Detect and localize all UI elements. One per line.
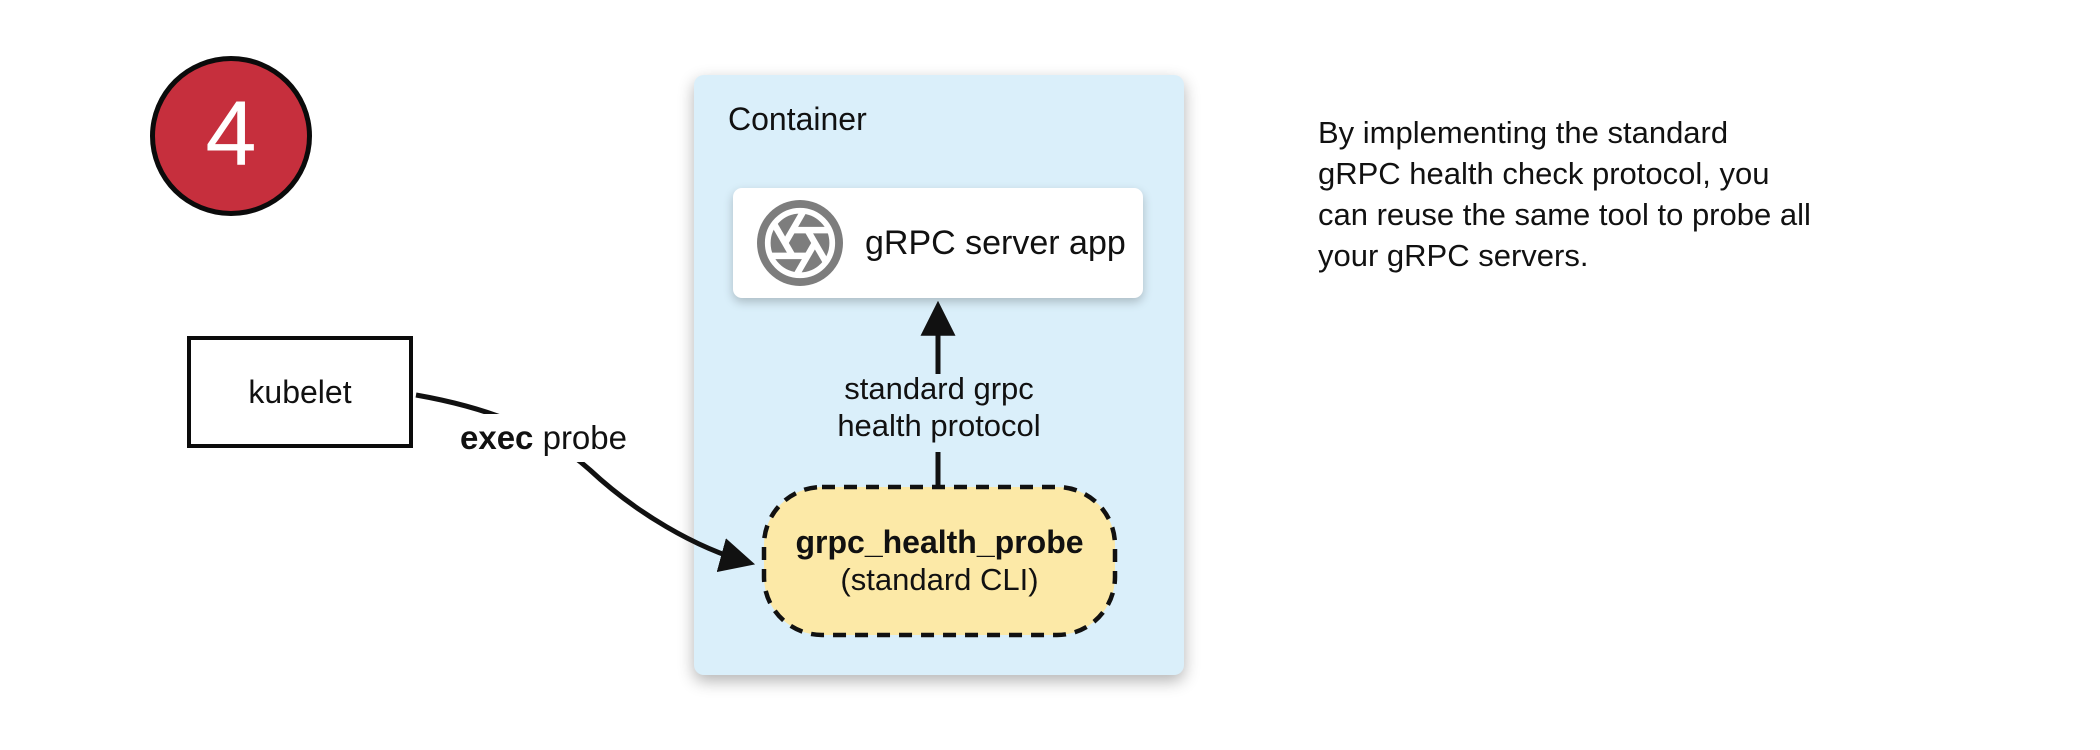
grpc-health-probe-label: grpc_health_probe (standard CLI) [764,487,1115,635]
step-badge: 4 [150,56,312,216]
caption-line: your gRPC servers. [1318,238,1589,273]
caption-line: By implementing the standard [1318,115,1729,150]
caption-text: By implementing the standard gRPC health… [1318,112,1878,276]
container-title: Container [728,101,867,137]
grpc-health-probe-subtitle: (standard CLI) [840,562,1039,597]
grpc-server-label: gRPC server app [865,223,1126,262]
exec-probe-label-bold: exec [460,419,534,456]
kubelet-label: kubelet [248,373,352,410]
exec-probe-label-rest: probe [533,419,627,456]
exec-probe-label: exec probe [450,414,637,462]
health-protocol-label-line1: standard grpc [844,371,1034,406]
caption-line: can reuse the same tool to probe all [1318,197,1811,232]
health-protocol-label-line2: health protocol [837,408,1041,443]
health-protocol-label: standard grpc health protocol [694,370,1184,444]
grpc-server-node: gRPC server app [733,188,1143,298]
kubelet-node: kubelet [187,336,413,448]
grpc-health-probe-title: grpc_health_probe [795,524,1084,560]
step-number: 4 [205,83,257,185]
caption-line: gRPC health check protocol, you [1318,156,1770,191]
aperture-icon [757,200,843,286]
